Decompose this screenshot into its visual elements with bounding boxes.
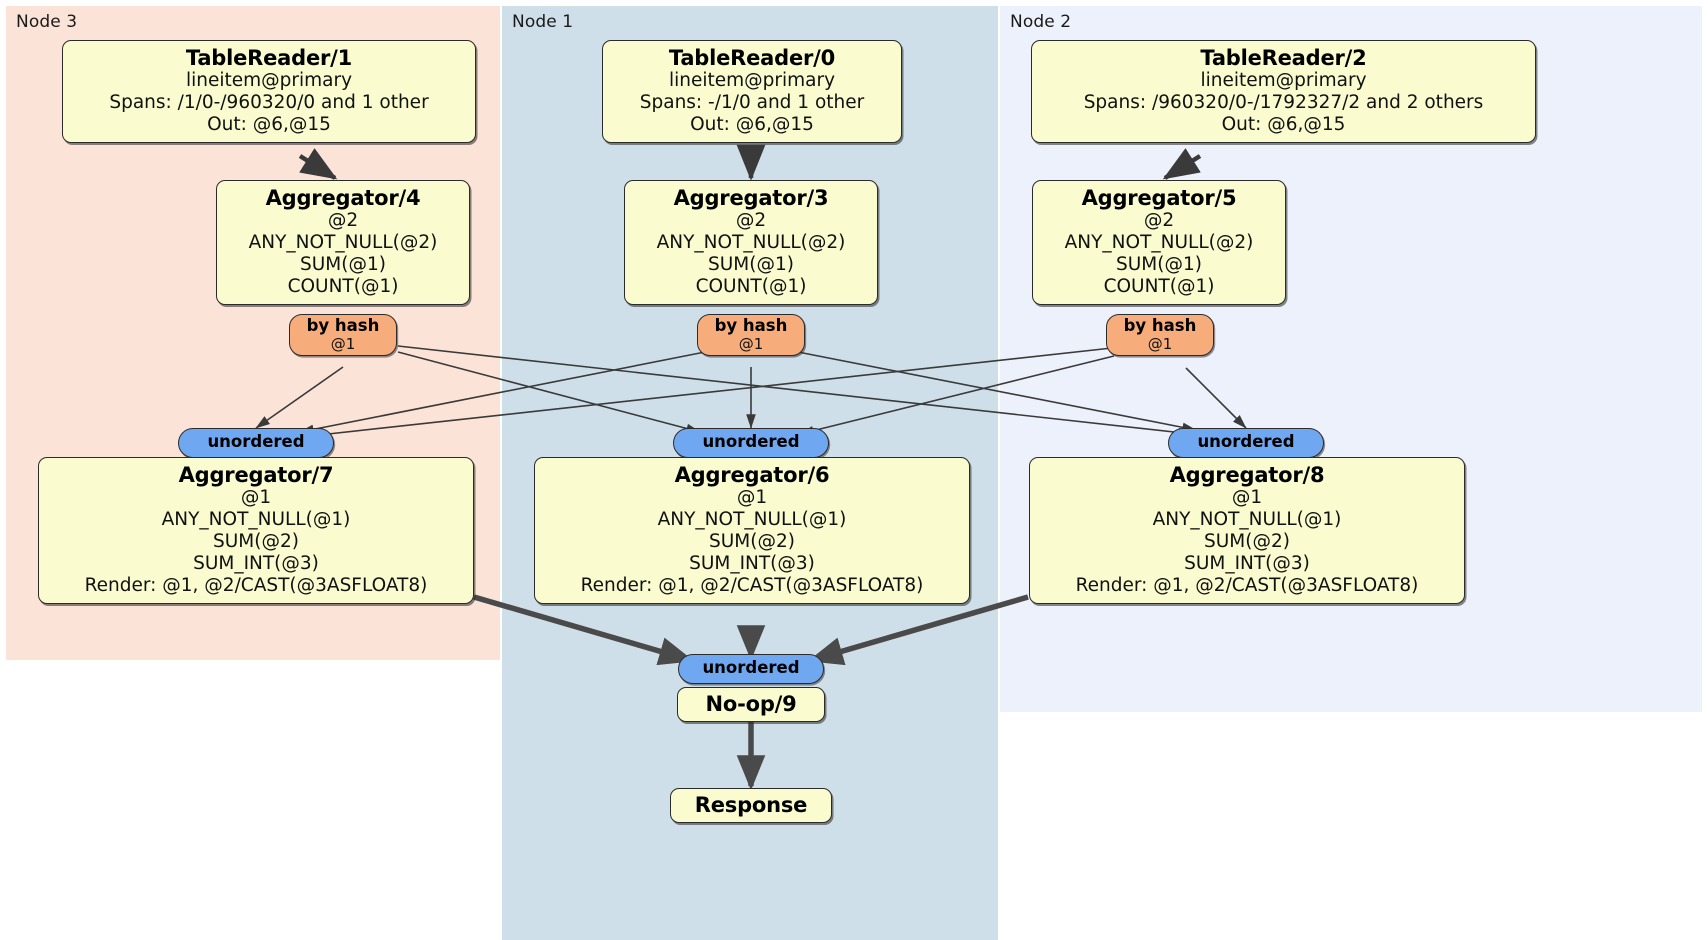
stream-badge-unordered-left[interactable]: unordered [178, 428, 334, 458]
stream-badge-title: by hash [1123, 316, 1197, 335]
node-panel-label-node1: Node 1 [512, 12, 574, 32]
processor-detail-line: @1 [1231, 487, 1263, 509]
processor-title: TableReader/1 [185, 46, 353, 70]
stream-badge-unordered-right[interactable]: unordered [1168, 428, 1324, 458]
processor-aggregator-5[interactable]: Aggregator/5 @2 ANY_NOT_NULL(@2) SUM(@1)… [1032, 180, 1286, 306]
node-panel-label-node2: Node 2 [1010, 12, 1072, 32]
stream-badge-title: unordered [702, 432, 800, 451]
stream-badge-subtitle: @1 [738, 334, 764, 353]
processor-aggregator-4[interactable]: Aggregator/4 @2 ANY_NOT_NULL(@2) SUM(@1)… [216, 180, 470, 306]
processor-detail-line: SUM(@2) [213, 531, 299, 553]
processor-detail-line: @2 [327, 210, 359, 232]
processor-response[interactable]: Response [670, 788, 832, 824]
processor-noop-9[interactable]: No-op/9 [677, 687, 825, 723]
stream-badge-title: by hash [306, 316, 380, 335]
processor-detail-line: @2 [735, 210, 767, 232]
processor-detail-line: SUM(@1) [708, 254, 794, 276]
processor-detail-line: Render: @1, @2/CAST(@3ASFLOAT8) [84, 575, 428, 597]
processor-detail-line: ANY_NOT_NULL(@1) [161, 509, 351, 531]
processor-title: Response [694, 793, 808, 817]
processor-detail-line: SUM_INT(@3) [1184, 553, 1310, 575]
stream-badge-by-hash-middle[interactable]: by hash @1 [697, 314, 805, 357]
stream-badge-title: by hash [714, 316, 788, 335]
processor-detail-line: ANY_NOT_NULL(@1) [657, 509, 847, 531]
processor-title: Aggregator/7 [178, 463, 334, 487]
processor-title: Aggregator/4 [265, 186, 421, 210]
stream-badge-title: unordered [702, 658, 800, 677]
processor-detail-line: Spans: /1/0-/960320/0 and 1 other [109, 92, 429, 114]
processor-aggregator-6[interactable]: Aggregator/6 @1 ANY_NOT_NULL(@1) SUM(@2)… [534, 457, 970, 605]
processor-detail-line: Render: @1, @2/CAST(@3ASFLOAT8) [1075, 575, 1419, 597]
processor-title: TableReader/2 [1200, 46, 1367, 70]
processor-aggregator-7[interactable]: Aggregator/7 @1 ANY_NOT_NULL(@1) SUM(@2)… [38, 457, 474, 605]
processor-detail-line: Out: @6,@15 [1221, 114, 1346, 136]
processor-title: Aggregator/5 [1081, 186, 1237, 210]
processor-detail-line: ANY_NOT_NULL(@2) [1064, 232, 1254, 254]
processor-detail-line: @1 [240, 487, 272, 509]
processor-detail-line: SUM(@2) [709, 531, 795, 553]
processor-title: Aggregator/8 [1169, 463, 1325, 487]
processor-title: No-op/9 [705, 692, 797, 716]
processor-detail-line: SUM(@1) [1116, 254, 1202, 276]
processor-detail-line: Spans: /960320/0-/1792327/2 and 2 others [1083, 92, 1484, 114]
processor-detail-line: Spans: -/1/0 and 1 other [639, 92, 865, 114]
processor-detail-line: lineitem@primary [185, 70, 353, 92]
processor-detail-line: ANY_NOT_NULL(@2) [248, 232, 438, 254]
processor-detail-line: ANY_NOT_NULL(@1) [1152, 509, 1342, 531]
processor-detail-line: Out: @6,@15 [690, 114, 814, 136]
processor-detail-line: COUNT(@1) [695, 276, 807, 298]
processor-detail-line: COUNT(@1) [287, 276, 399, 298]
stream-badge-unordered-final[interactable]: unordered [678, 654, 824, 684]
processor-detail-line: SUM(@1) [300, 254, 386, 276]
processor-detail-line: Render: @1, @2/CAST(@3ASFLOAT8) [580, 575, 924, 597]
processor-tablereader-2[interactable]: TableReader/2 lineitem@primary Spans: /9… [1031, 40, 1536, 144]
processor-detail-line: lineitem@primary [1200, 70, 1367, 92]
processor-tablereader-0[interactable]: TableReader/0 lineitem@primary Spans: -/… [602, 40, 902, 144]
stream-badge-unordered-middle[interactable]: unordered [673, 428, 829, 458]
stream-badge-by-hash-right[interactable]: by hash @1 [1106, 314, 1214, 357]
processor-detail-line: @2 [1143, 210, 1175, 232]
stream-badge-title: unordered [1197, 432, 1295, 451]
stream-badge-by-hash-left[interactable]: by hash @1 [289, 314, 397, 357]
processor-detail-line: ANY_NOT_NULL(@2) [656, 232, 846, 254]
processor-title: Aggregator/3 [673, 186, 829, 210]
processor-aggregator-8[interactable]: Aggregator/8 @1 ANY_NOT_NULL(@1) SUM(@2)… [1029, 457, 1465, 605]
processor-title: Aggregator/6 [674, 463, 830, 487]
processor-tablereader-1[interactable]: TableReader/1 lineitem@primary Spans: /1… [62, 40, 476, 144]
processor-detail-line: lineitem@primary [668, 70, 836, 92]
processor-detail-line: SUM_INT(@3) [193, 553, 319, 575]
stream-badge-subtitle: @1 [330, 334, 356, 353]
processor-aggregator-3[interactable]: Aggregator/3 @2 ANY_NOT_NULL(@2) SUM(@1)… [624, 180, 878, 306]
processor-detail-line: @1 [736, 487, 768, 509]
processor-title: TableReader/0 [668, 46, 836, 70]
processor-detail-line: Out: @6,@15 [207, 114, 331, 136]
processor-detail-line: SUM_INT(@3) [689, 553, 815, 575]
stream-badge-title: unordered [207, 432, 305, 451]
node-panel-label-node3: Node 3 [16, 12, 78, 32]
stream-badge-subtitle: @1 [1147, 334, 1173, 353]
processor-detail-line: COUNT(@1) [1103, 276, 1215, 298]
processor-detail-line: SUM(@2) [1204, 531, 1290, 553]
